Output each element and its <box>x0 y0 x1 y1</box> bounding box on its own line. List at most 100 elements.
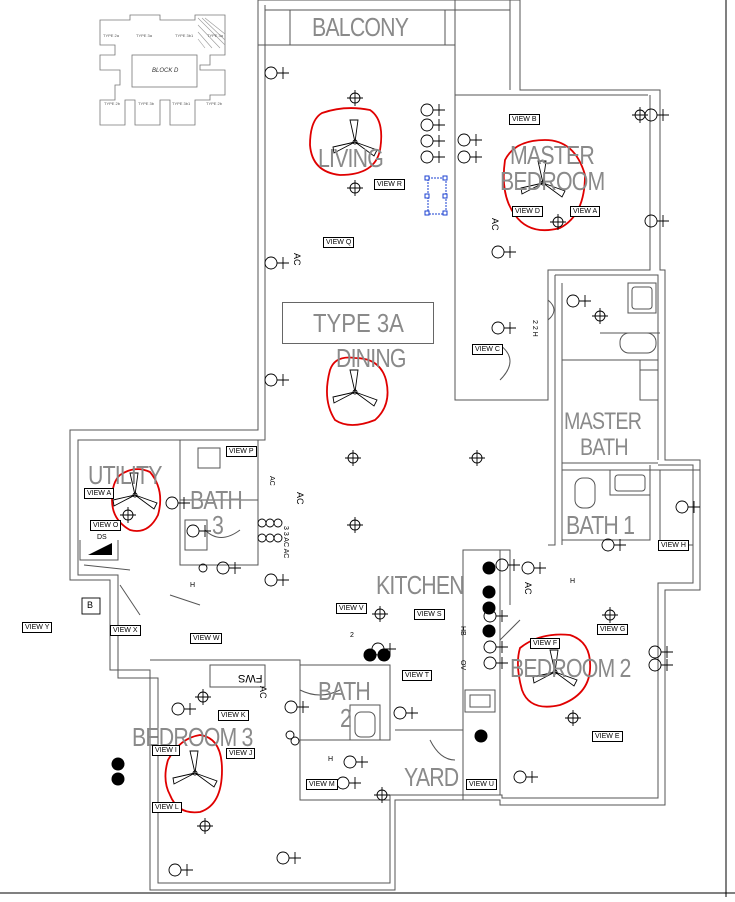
ceiling-light-icon <box>120 507 136 523</box>
room-label-bath-2: BATH <box>318 676 371 706</box>
filled-socket-icon <box>482 585 496 599</box>
selected-symbol <box>424 175 448 216</box>
filled-socket-icon <box>111 757 125 771</box>
socket-icon <box>420 118 445 132</box>
view-tag-u[interactable]: VIEW U <box>466 779 497 790</box>
room-label-master-bedroom: BEDROOM <box>500 166 605 196</box>
power-point-icon <box>513 770 538 784</box>
ceiling-light-icon <box>347 517 363 533</box>
ceiling-light-icon <box>195 689 211 705</box>
ceiling-light-icon <box>345 450 361 466</box>
key-plan-type: TYPE 3b1 <box>172 101 191 106</box>
switch-icon <box>273 518 283 528</box>
power-point-icon <box>566 294 591 308</box>
power-point-icon <box>284 700 309 714</box>
room-label-living: LIVING <box>318 143 384 173</box>
view-tag-j[interactable]: VIEW J <box>226 748 256 759</box>
filled-socket-icon <box>377 648 391 662</box>
ac-group-label: 3 3 AC AC <box>282 526 289 559</box>
view-tag-o[interactable]: VIEW O <box>90 520 122 531</box>
view-tag-b[interactable]: VIEW B <box>509 114 540 125</box>
power-point-icon <box>336 776 361 790</box>
filled-socket-icon <box>363 648 377 662</box>
view-tag-q[interactable]: VIEW Q <box>323 237 355 248</box>
view-tag-f[interactable]: VIEW F <box>530 638 561 649</box>
ac-symbol-label: AC <box>295 492 305 505</box>
view-tag-t[interactable]: VIEW T <box>402 670 432 681</box>
view-tag-a[interactable]: VIEW A <box>84 488 115 499</box>
ceiling-light-icon <box>374 787 390 803</box>
key-plan-title: BLOCK D <box>152 68 179 74</box>
switch-icon <box>257 518 267 528</box>
room-label-bath-3: BATH <box>190 485 243 515</box>
ceiling-light-icon <box>197 818 213 834</box>
room-label-bedroom-3: BEDROOM 3 <box>132 722 253 752</box>
room-label-yard: YARD <box>404 762 459 792</box>
view-tag-a[interactable]: VIEW A <box>570 206 601 217</box>
switch-icon <box>273 533 283 543</box>
view-tag-y[interactable]: VIEW Y <box>22 622 53 633</box>
ov-label: OV <box>459 660 466 671</box>
view-tag-l[interactable]: VIEW L <box>152 802 182 813</box>
power-point-icon <box>495 558 520 572</box>
room-label-master-bath: MASTER <box>564 408 642 435</box>
ceiling-light-icon <box>347 180 363 196</box>
ceiling-light-icon <box>550 214 566 230</box>
power-point-icon <box>393 706 418 720</box>
room-label-bath-3: 3 <box>212 510 224 540</box>
room-label-master-bath: BATH <box>580 434 629 461</box>
view-tag-r[interactable]: VIEW R <box>374 179 405 190</box>
view-tag-v[interactable]: VIEW V <box>336 603 367 614</box>
power-point-icon <box>675 500 700 514</box>
fws-label: FWS <box>238 672 263 684</box>
key-plan-type: TYPE 3b1 <box>175 33 194 38</box>
room-label-master-bedroom: MASTER <box>510 140 595 170</box>
view-tag-k[interactable]: VIEW K <box>218 710 249 721</box>
key-plan-type: TYPE 3a <box>136 33 153 38</box>
view-tag-h[interactable]: VIEW H <box>658 540 689 551</box>
socket-icon <box>457 150 482 164</box>
heater-label: H <box>328 756 334 763</box>
view-tag-e[interactable]: VIEW E <box>592 731 623 742</box>
view-tag-c[interactable]: VIEW C <box>472 344 503 355</box>
ac-symbol-label: AC <box>258 686 268 699</box>
switch-icon <box>198 563 208 573</box>
power-point-icon <box>264 573 289 587</box>
socket-icon <box>457 133 482 147</box>
power-point-icon <box>165 496 190 510</box>
switch-icon <box>265 518 275 528</box>
view-tag-p[interactable]: VIEW P <box>226 446 257 457</box>
view-tag-x[interactable]: VIEW X <box>110 625 141 636</box>
switch-icon <box>290 736 300 746</box>
key-plan-type: TYPE 3b <box>138 101 155 106</box>
filled-socket-icon <box>474 729 488 743</box>
ceiling-fan-icon <box>332 369 378 407</box>
view-tag-i[interactable]: VIEW I <box>152 745 180 756</box>
room-label-bedroom-2: BEDROOM 2 <box>510 653 631 683</box>
switch-group-label: 2 2 H <box>531 320 538 337</box>
b-box <box>81 597 101 615</box>
ceiling-light-icon <box>592 308 608 324</box>
view-tag-d[interactable]: VIEW D <box>512 206 543 217</box>
ceiling-light-icon <box>565 710 581 726</box>
power-point-icon <box>483 656 508 670</box>
switch-icon <box>265 533 275 543</box>
room-label-bath-1: BATH 1 <box>566 510 635 540</box>
heater-label: H <box>570 578 576 585</box>
ceiling-light-icon <box>347 90 363 106</box>
room-label-bath-2: 2 <box>340 703 352 733</box>
key-plan-outline <box>99 14 226 126</box>
ceiling-fan-icon <box>520 160 566 198</box>
view-tag-m[interactable]: VIEW M <box>306 779 338 790</box>
ac-symbol-label: AC <box>523 582 533 595</box>
view-tag-s[interactable]: VIEW S <box>414 609 445 620</box>
power-point-icon <box>168 863 193 877</box>
view-tag-w[interactable]: VIEW W <box>190 633 223 644</box>
power-point-icon <box>648 658 673 672</box>
view-tag-g[interactable]: VIEW G <box>597 624 629 635</box>
power-point-icon <box>644 108 669 122</box>
key-plan-type: TYPE 2b <box>104 101 121 106</box>
room-label-balcony: BALCONY <box>312 12 409 42</box>
